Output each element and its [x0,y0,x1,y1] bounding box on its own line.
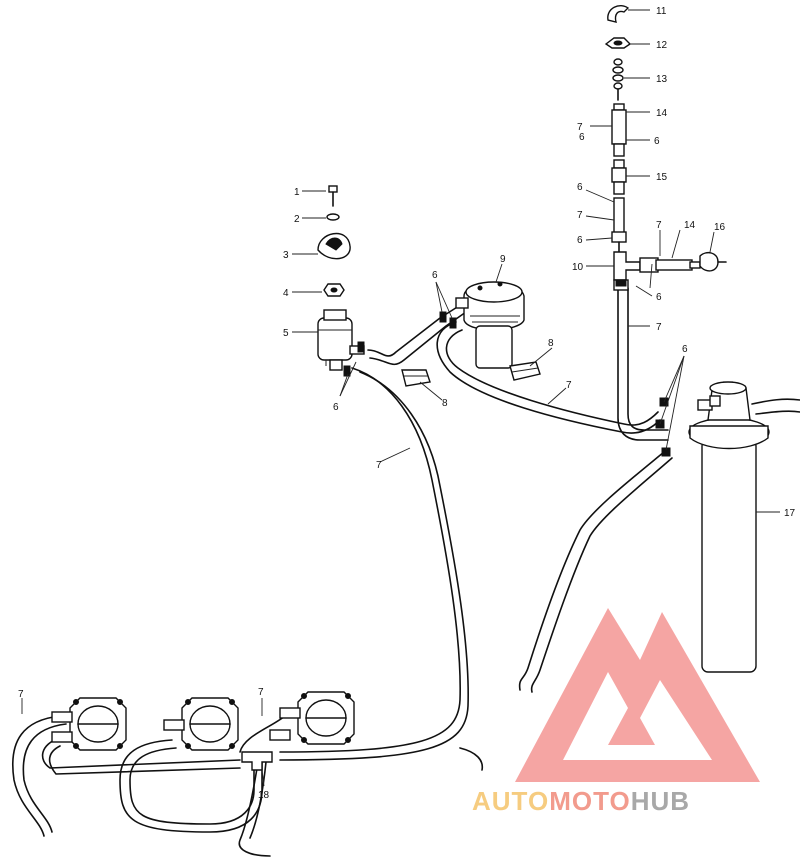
clamp-icon [449,317,457,329]
check-valve-icon [612,58,624,101]
callout-2: 2 [294,214,300,225]
vent-tube-icon [611,109,627,145]
callout-7: 7 [258,687,264,698]
hose-clips [401,361,541,387]
clip-icon [401,369,431,387]
bolt-icon [328,185,338,193]
carb-tee-icon [241,751,273,771]
water-separator [455,281,525,369]
separator-bowl-icon [475,325,513,369]
callout-14: 14 [656,108,668,119]
callout-7: 7 [566,380,572,391]
callout-4: 4 [283,288,289,299]
watermark-triangle-icon [515,608,760,782]
callout-7: 7 [577,122,583,133]
fuel-tank [688,381,770,673]
callout-7: 7 [18,689,24,700]
carburetors [51,691,355,771]
filter-assembly [317,185,365,371]
callout-7: 7 [656,322,662,333]
callout-6: 6 [654,136,660,147]
callout-16: 16 [714,222,726,233]
fuel-filter-icon [317,317,353,361]
callout-5: 5 [283,328,289,339]
clamp-icon [439,311,447,323]
fuel-tank-body-icon [701,439,757,673]
callout-14: 14 [684,220,696,231]
callout-labels: 1 2 3 4 5 6 6 6 6 6 6 6 6 7 7 7 7 7 7 7 … [18,6,796,801]
hoses [12,287,800,857]
vent-filter-icon [611,167,627,183]
carburetor-3 [269,691,355,745]
callout-15: 15 [656,172,668,183]
callout-9: 9 [500,254,506,265]
watermark-text-auto: AUTO [472,786,549,816]
callout-6: 6 [432,270,438,281]
hose-filter-to-carbs [279,367,461,753]
callout-6: 6 [333,402,339,413]
callout-6: 6 [682,344,688,355]
hose-separator-to-tank [436,321,661,434]
callout-11: 11 [656,6,667,17]
watermark-text-hub: HUB [631,786,690,816]
callout-1: 1 [294,187,300,198]
callout-18: 18 [258,790,270,801]
svg-text:AUTOMOTOHUB: AUTOMOTOHUB [472,786,690,816]
leader-lines [21,9,780,787]
carburetor-1 [51,697,127,751]
washer-icon [326,213,340,221]
callout-8: 8 [442,398,448,409]
callout-10: 10 [572,262,584,273]
clip-icon [509,361,541,381]
callout-6: 6 [579,132,585,143]
callout-13: 13 [656,74,668,85]
hose-tank-outlet [518,451,665,691]
vent-valve-icon [699,251,719,272]
clamp-icon [357,341,365,353]
clamp-icon [615,279,627,287]
hose-filter-to-water-separator [367,303,463,357]
watermark-logo: AUTOMOTOHUB [472,608,760,816]
watermark-text-moto: MOTO [549,786,631,816]
hose-vent-vertical [617,287,669,441]
callout-6: 6 [656,292,662,303]
callout-6: 6 [577,235,583,246]
carburetor-2 [163,697,239,751]
callout-7: 7 [376,460,382,471]
callout-8: 8 [548,338,554,349]
tee-fitting-icon [613,251,641,281]
callout-7: 7 [656,220,662,231]
callout-12: 12 [656,40,668,51]
clamp-icon [343,365,351,377]
callout-7: 7 [577,210,583,221]
callout-17: 17 [784,508,796,519]
hose-carb-loop-left [12,715,61,837]
callout-6: 6 [577,182,583,193]
vent-elbow-icon [607,4,630,23]
callout-3: 3 [283,250,289,261]
